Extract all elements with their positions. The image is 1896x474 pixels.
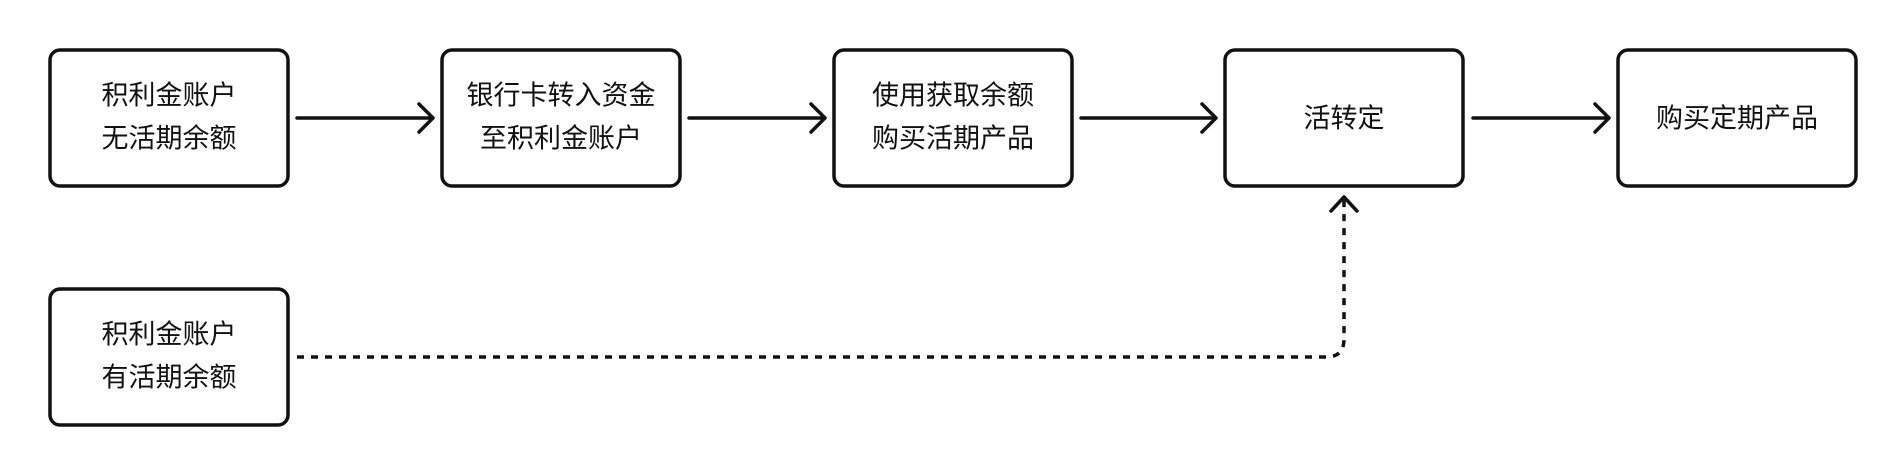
node-1-line-1: 积利金账户	[102, 81, 237, 112]
node-3-line-2: 购买活期产品	[872, 124, 1034, 155]
node-1-line-2: 无活期余额	[102, 124, 237, 155]
node-box-4: 活转定	[1223, 48, 1465, 188]
node-6-line-2: 有活期余额	[102, 363, 237, 394]
node-3-line-1: 使用获取余额	[872, 81, 1034, 112]
arrow-3-to-4	[1079, 102, 1218, 134]
arrow-4-to-5	[1471, 102, 1611, 134]
node-4-line-1: 活转定	[1304, 104, 1385, 135]
node-2-line-2: 至积利金账户	[480, 124, 642, 155]
node-box-2: 银行卡转入资金 至积利金账户	[440, 48, 682, 188]
node-box-5: 购买定期产品	[1616, 48, 1858, 188]
node-5-line-1: 购买定期产品	[1656, 104, 1818, 135]
arrow-6-to-4-dashed	[297, 195, 1359, 359]
node-2-line-1: 银行卡转入资金	[467, 81, 656, 112]
node-box-6: 积利金账户 有活期余额	[48, 287, 290, 427]
arrow-2-to-3	[687, 102, 827, 134]
arrow-1-to-2	[295, 102, 435, 134]
node-box-1: 积利金账户 无活期余额	[48, 48, 290, 188]
node-6-line-1: 积利金账户	[102, 320, 237, 351]
node-box-3: 使用获取余额 购买活期产品	[832, 48, 1074, 188]
